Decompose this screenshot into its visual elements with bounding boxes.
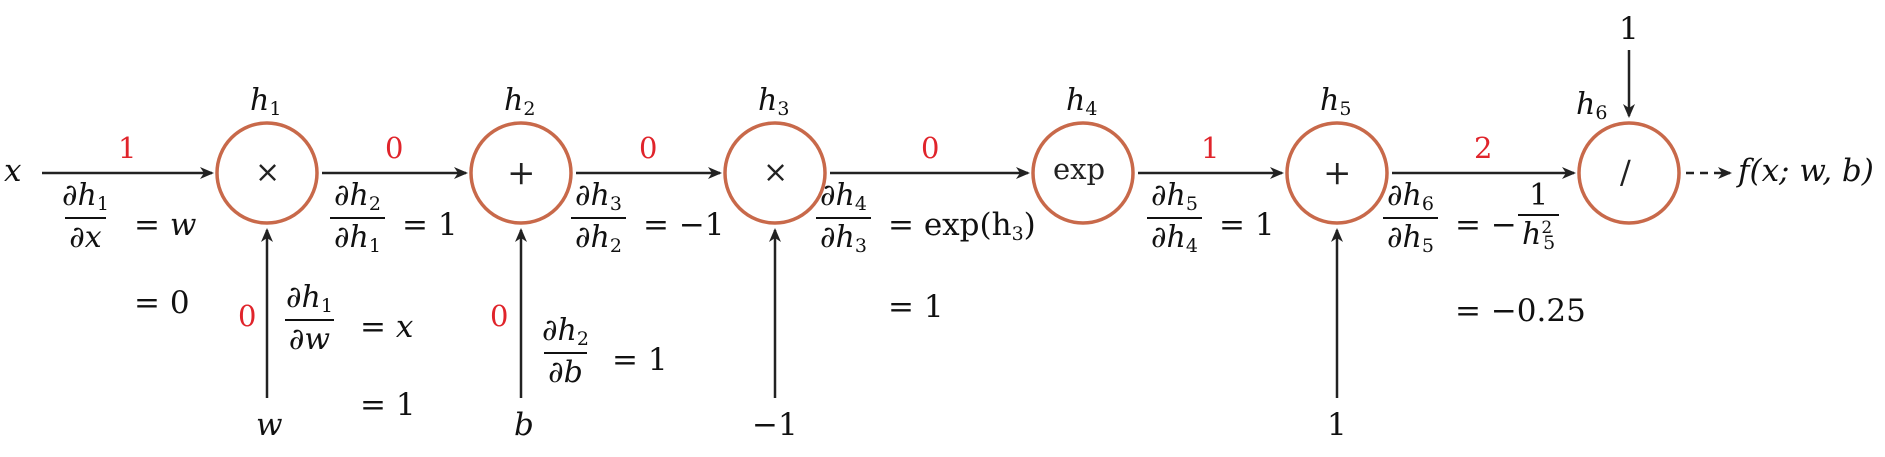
- grad-x-h1: 1: [118, 131, 137, 165]
- node-h5: [1285, 121, 1389, 225]
- input-b: b: [514, 407, 534, 443]
- label-h6: h6: [1576, 87, 1608, 124]
- deriv-dh1-dw: ∂h1 ∂w: [284, 280, 335, 357]
- deriv-dh2-db: ∂h2 ∂b: [542, 313, 589, 390]
- node-h3: [723, 121, 827, 225]
- deriv-dh5-dh4: ∂h5 ∂h4: [1147, 181, 1202, 256]
- deriv-dh4-dh3: ∂h4 ∂h3: [816, 181, 871, 256]
- deriv-dh2-dh1: ∂h2 ∂h1: [330, 181, 385, 256]
- deriv-dh2-dh1-rhs: = 1: [402, 207, 458, 243]
- node-h4: [1031, 121, 1135, 225]
- input-w: w: [256, 407, 283, 443]
- node-h1: [215, 121, 319, 225]
- deriv-dh3-dh2: ∂h3 ∂h2: [571, 181, 626, 256]
- grad-h4-h5: 1: [1201, 131, 1220, 165]
- deriv-dh1-dx-rhs: = w: [134, 207, 197, 243]
- op-h6: /: [1620, 153, 1631, 191]
- grad-h3-h4: 0: [921, 131, 940, 165]
- deriv-dh4-dh3-rhs: = exp(h3): [888, 207, 1036, 245]
- label-h4: h4: [1066, 83, 1098, 120]
- op-h5: +: [1323, 153, 1352, 193]
- node-h6: [1577, 121, 1681, 225]
- op-h4: exp: [1053, 152, 1106, 186]
- deriv-dh3-dh2-rhs: = −1: [643, 207, 725, 243]
- op-h1: ×: [255, 155, 281, 190]
- op-h2: +: [507, 153, 536, 193]
- deriv-dh5-dh4-rhs: = 1: [1219, 207, 1275, 243]
- grad-b-h2: 0: [490, 299, 509, 333]
- deriv-dh1-dx-rhs2: = 0: [134, 285, 190, 321]
- deriv-dh4-dh3-rhs2: = 1: [888, 289, 944, 325]
- deriv-dh6-dh5-rhs-frac: 1 h25: [1518, 181, 1560, 253]
- deriv-dh1-dx: ∂h1 ∂x: [62, 178, 109, 255]
- label-h2: h2: [504, 83, 536, 120]
- input-one-h5: 1: [1327, 407, 1347, 443]
- deriv-dh1-dw-rhs: = x: [360, 309, 414, 345]
- label-h3: h3: [758, 83, 790, 120]
- grad-w-h1: 0: [238, 299, 257, 333]
- grad-h1-h2: 0: [385, 131, 404, 165]
- op-h3: ×: [763, 155, 789, 190]
- deriv-dh1-dw-rhs2: = 1: [360, 387, 416, 423]
- node-h2: [469, 121, 573, 225]
- output-label: f(x; w, b): [1738, 153, 1874, 189]
- label-h5: h5: [1320, 83, 1352, 120]
- input-one-h6: 1: [1619, 11, 1639, 47]
- input-x: x: [4, 153, 22, 189]
- deriv-dh2-db-rhs: = 1: [612, 342, 668, 378]
- deriv-dh6-dh5-rhs: = −: [1455, 207, 1517, 243]
- grad-h5-h6: 2: [1474, 131, 1493, 165]
- deriv-dh6-dh5-rhs2: = −0.25: [1455, 293, 1586, 329]
- deriv-dh6-dh5: ∂h6 ∂h5: [1383, 181, 1438, 256]
- label-h1: h1: [250, 83, 282, 120]
- grad-h2-h3: 0: [639, 131, 658, 165]
- input-neg-one: −1: [752, 407, 798, 443]
